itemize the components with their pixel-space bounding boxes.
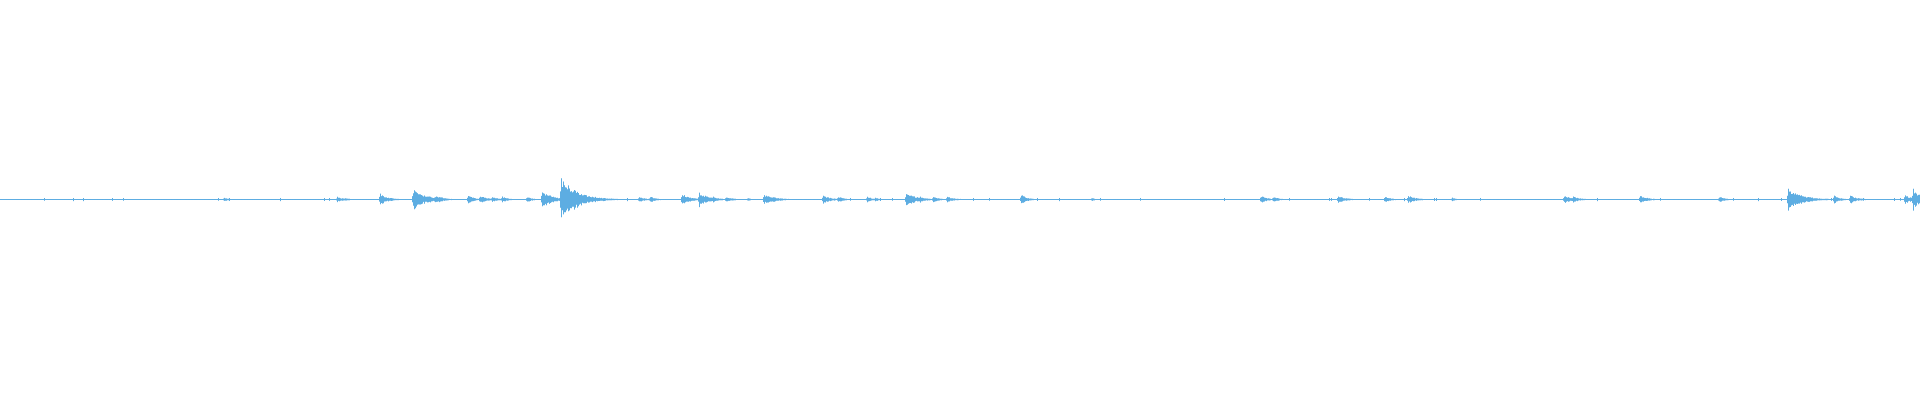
waveform-samples [0,178,1920,218]
